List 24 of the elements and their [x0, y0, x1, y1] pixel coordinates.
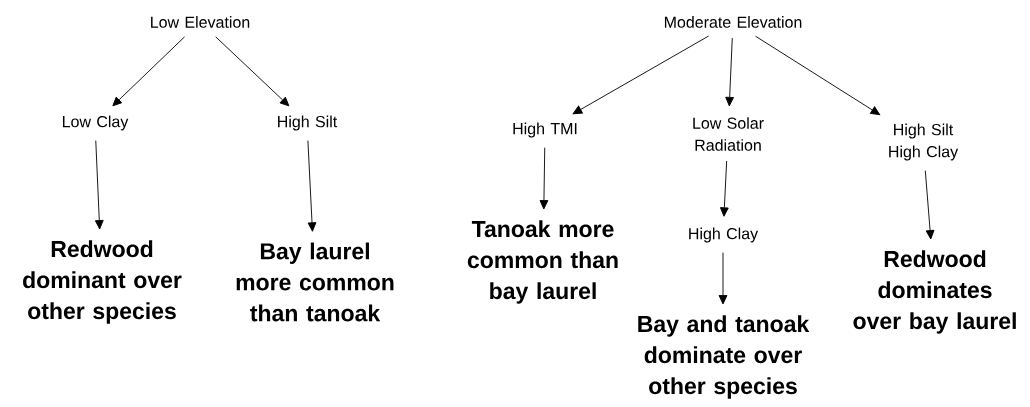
outcome-label: Redwood dominates over bay laurel — [853, 250, 1016, 334]
condition-label: Low Solar Radiation — [693, 117, 764, 151]
outcome-label: Bay and tanoak dominate over other species — [638, 315, 810, 399]
arrow — [572, 35, 709, 115]
arrow — [307, 140, 317, 232]
condition-label: Moderate Elevation — [664, 16, 802, 28]
arrow — [725, 37, 734, 107]
arrow — [718, 252, 728, 305]
condition-label: High Silt — [278, 115, 338, 131]
condition-label: Low Clay — [62, 115, 129, 131]
condition-label: High TMI — [513, 122, 577, 138]
outcome-label: Tanoak more common than bay laurel — [467, 220, 618, 304]
arrow — [539, 147, 549, 210]
condition-label: High Clay — [689, 227, 759, 243]
outcome-label: Redwood dominant over other species — [23, 240, 182, 324]
condition-label: Low Elevation — [151, 16, 250, 28]
arrow — [112, 36, 185, 107]
arrow — [755, 35, 881, 116]
arrow — [94, 140, 104, 230]
arrow — [924, 170, 935, 240]
outcome-label: Bay laurel more common than tanoak — [236, 242, 394, 322]
arrow — [720, 160, 729, 217]
condition-label: High Silt High Clay — [889, 123, 959, 161]
arrow — [215, 36, 290, 107]
